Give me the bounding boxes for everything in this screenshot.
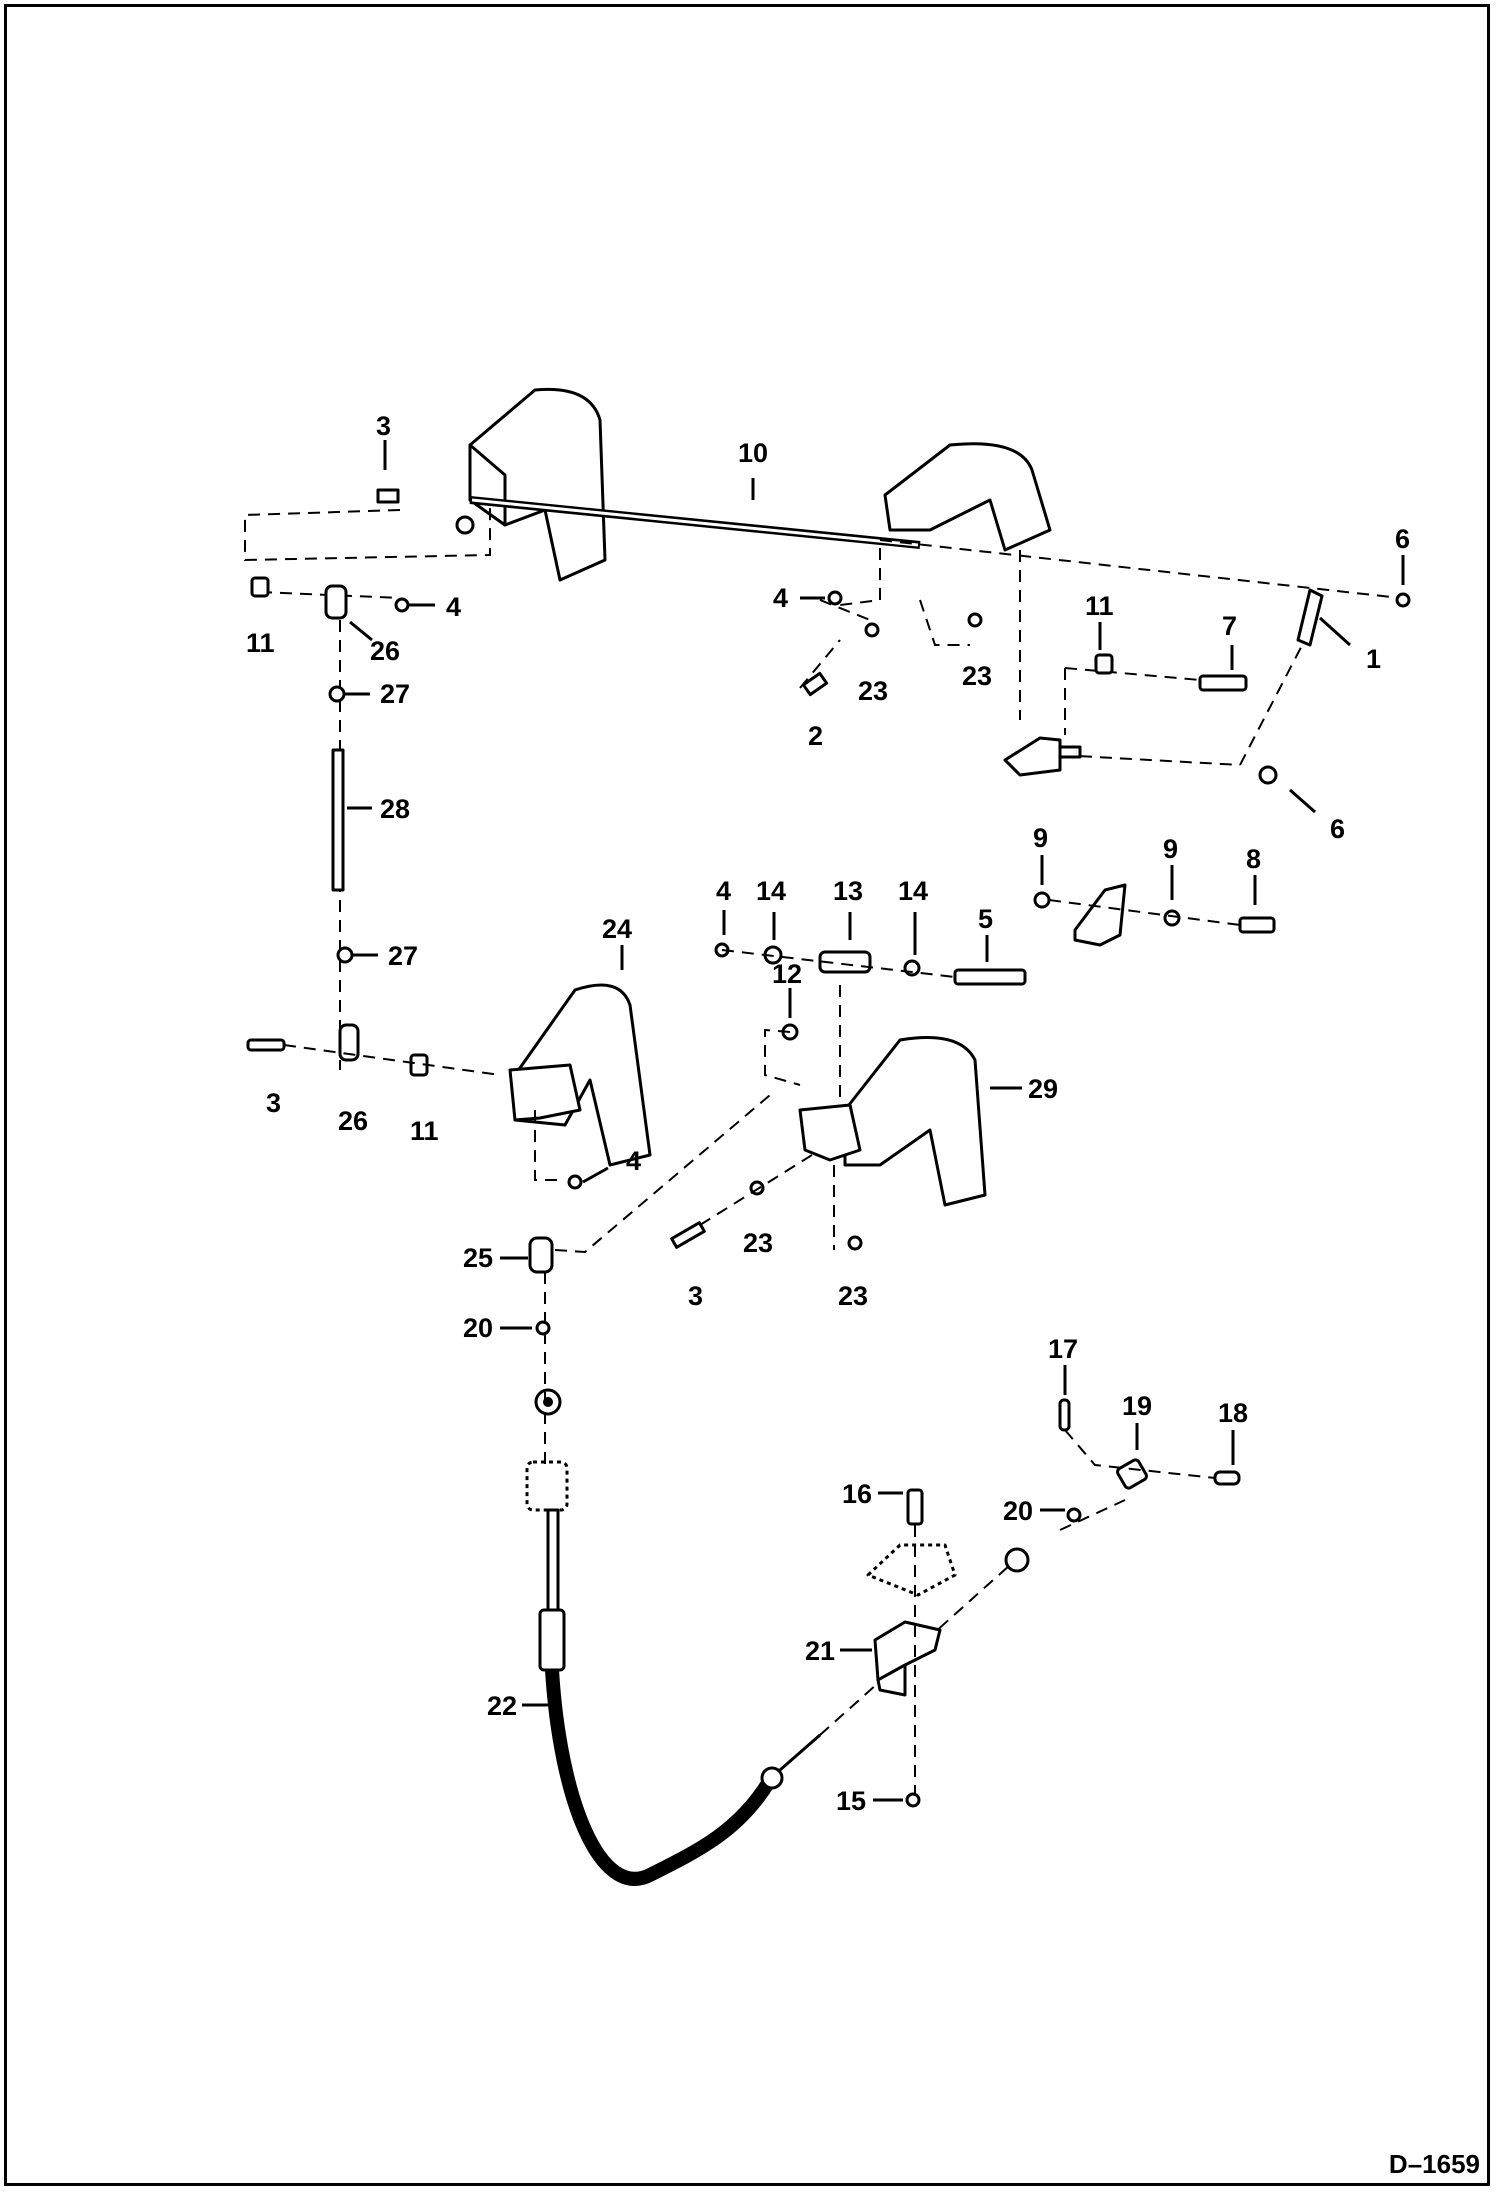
callout-26: 26 <box>338 1106 368 1136</box>
callout-21: 21 <box>805 1636 835 1666</box>
callout-11: 11 <box>246 628 275 658</box>
part-3-left <box>246 1038 286 1052</box>
callout-9: 9 <box>1033 823 1048 853</box>
callout-28: 28 <box>380 794 410 824</box>
callout-6: 6 <box>1330 814 1345 844</box>
lower-nut-right <box>1004 1547 1030 1573</box>
part-23-a <box>864 622 880 638</box>
callout-2: 2 <box>808 721 823 751</box>
callout-11: 11 <box>1085 591 1114 621</box>
top-right-pedal <box>883 442 1052 552</box>
callout-20: 20 <box>1003 1496 1033 1526</box>
part-23-d <box>847 1235 863 1251</box>
bracket-mid-right <box>1073 883 1127 947</box>
callout-23: 23 <box>743 1228 773 1258</box>
callout-3: 3 <box>688 1281 703 1311</box>
part-26-top <box>324 584 348 620</box>
callout-8: 8 <box>1246 844 1261 874</box>
callout-27: 27 <box>380 679 410 709</box>
callout-17: 17 <box>1048 1334 1078 1364</box>
callout-23: 23 <box>858 676 888 706</box>
callout-6: 6 <box>1395 524 1410 554</box>
callout-29: 29 <box>1028 1074 1058 1104</box>
callout-1: 1 <box>1366 644 1381 674</box>
part-6-bottom <box>1258 765 1278 785</box>
callout-3: 3 <box>266 1088 281 1118</box>
part-6-top <box>1395 592 1411 608</box>
part-2 <box>801 671 829 697</box>
callout-10: 10 <box>738 438 768 468</box>
part-9-right <box>1163 909 1181 927</box>
part-3-center <box>670 1221 706 1249</box>
part-4-top-left <box>394 597 410 613</box>
callout-26: 26 <box>370 636 400 666</box>
callout-labels: 3 10 6 1 7 11 6 4 23 23 2 4 11 26 27 28 … <box>246 411 1410 1816</box>
part-21-bracket <box>873 1620 942 1697</box>
pedal-24 <box>508 983 652 1167</box>
part-22-cable <box>538 1508 821 1886</box>
callout-4: 4 <box>446 592 461 622</box>
part-27-bottom <box>336 946 354 964</box>
part-26-bottom <box>338 1023 360 1062</box>
cross-rod <box>455 496 921 549</box>
part-13 <box>818 950 872 974</box>
part-4-mid <box>567 1174 583 1190</box>
part-1-spring <box>1296 588 1324 647</box>
callout-25: 25 <box>463 1243 493 1273</box>
part-20-right <box>1066 1507 1082 1523</box>
callout-27: 27 <box>388 941 418 971</box>
pedal-29 <box>798 1036 987 1207</box>
callout-3: 3 <box>376 411 391 441</box>
callout-20: 20 <box>463 1313 493 1343</box>
part-18 <box>1213 1470 1241 1486</box>
part-7 <box>1198 674 1248 692</box>
lower-plate <box>866 1543 957 1597</box>
callout-15: 15 <box>836 1786 866 1816</box>
callout-14: 14 <box>756 876 786 906</box>
callout-19: 19 <box>1122 1391 1152 1421</box>
leaders <box>345 440 1405 1802</box>
callout-11: 11 <box>410 1116 439 1146</box>
bracket-top-right <box>1003 736 1082 777</box>
callout-4: 4 <box>626 1146 641 1176</box>
callout-14: 14 <box>898 876 928 906</box>
part-9-left <box>1033 891 1051 909</box>
callout-7: 7 <box>1222 611 1237 641</box>
part-11-left <box>250 576 270 598</box>
callout-23: 23 <box>838 1281 868 1311</box>
callout-5: 5 <box>978 904 993 934</box>
part-23-b <box>967 612 983 628</box>
part-25 <box>528 1236 554 1274</box>
part-19 <box>1116 1458 1148 1490</box>
callout-13: 13 <box>833 876 863 906</box>
part-3-top <box>376 488 400 504</box>
part-5 <box>953 968 1027 986</box>
part-8 <box>1238 916 1276 934</box>
part-11-right <box>1094 653 1114 675</box>
drawing-frame <box>4 4 1490 2186</box>
callout-18: 18 <box>1218 1398 1248 1428</box>
callout-9: 9 <box>1163 834 1178 864</box>
lower-nut-large <box>534 1388 562 1416</box>
part-16 <box>906 1488 924 1526</box>
part-17 <box>1058 1398 1071 1432</box>
part-20-left <box>535 1320 551 1336</box>
part-15 <box>905 1792 921 1808</box>
callout-24: 24 <box>602 914 632 944</box>
callout-16: 16 <box>842 1479 872 1509</box>
drawing-number: D–1659 <box>1388 2149 1480 2179</box>
callout-4: 4 <box>716 876 731 906</box>
callout-4: 4 <box>773 583 788 613</box>
callout-12: 12 <box>772 959 802 989</box>
callout-22: 22 <box>487 1691 517 1721</box>
part-27-top <box>328 685 346 703</box>
callout-23: 23 <box>962 661 992 691</box>
part-28-rod <box>331 748 345 892</box>
lower-housing <box>525 1460 569 1512</box>
part-4-top-mid <box>827 590 843 606</box>
